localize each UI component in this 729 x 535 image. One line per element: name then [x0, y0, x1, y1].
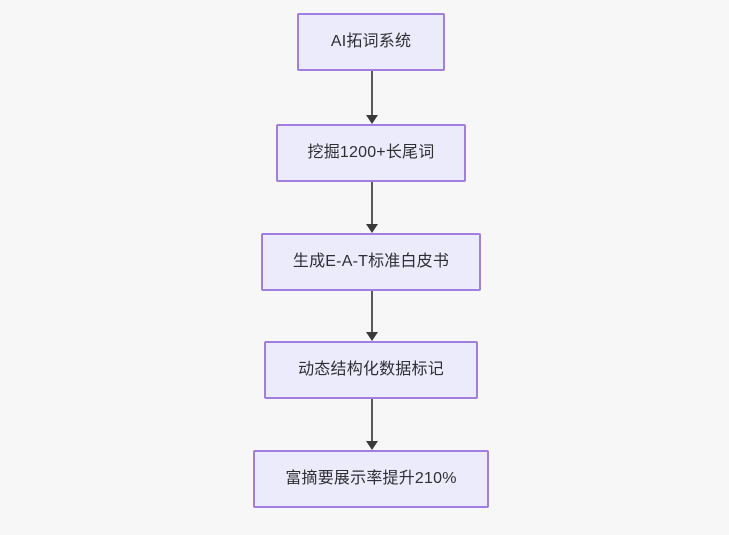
- arrow-head-icon: [366, 224, 378, 233]
- flow-node-label: AI拓词系统: [330, 33, 412, 51]
- arrow-line-icon: [371, 71, 373, 116]
- flow-node-label: 动态结构化数据标记: [298, 361, 444, 379]
- arrow-line-icon: [371, 291, 373, 333]
- flow-arrow-n2-to-n3: [360, 182, 384, 233]
- flow-arrow-n1-to-n2: [360, 71, 384, 124]
- arrow-head-icon: [366, 332, 378, 341]
- flow-node-label: 富摘要展示率提升210%: [285, 470, 457, 488]
- flow-node-n5[interactable]: 富摘要展示率提升210%: [253, 450, 489, 508]
- flow-node-label: 生成E-A-T标准白皮书: [292, 253, 450, 271]
- arrow-line-icon: [371, 182, 373, 225]
- flow-node-n4[interactable]: 动态结构化数据标记: [264, 341, 478, 399]
- flow-arrow-n4-to-n5: [360, 399, 384, 450]
- arrow-head-icon: [366, 115, 378, 124]
- flow-node-label: 挖掘1200+长尾词: [307, 144, 435, 162]
- flow-node-n2[interactable]: 挖掘1200+长尾词: [276, 124, 466, 182]
- arrow-head-icon: [366, 441, 378, 450]
- flow-node-n1[interactable]: AI拓词系统: [297, 13, 445, 71]
- flow-arrow-n3-to-n4: [360, 291, 384, 341]
- flow-node-n3[interactable]: 生成E-A-T标准白皮书: [261, 233, 481, 291]
- arrow-line-icon: [371, 399, 373, 442]
